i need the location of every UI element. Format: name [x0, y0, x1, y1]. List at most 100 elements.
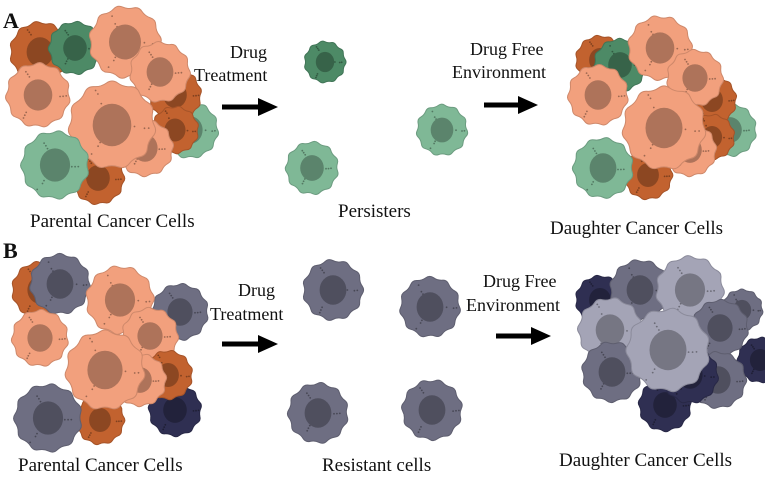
cell-granule [86, 193, 88, 196]
cell-granule [417, 431, 420, 434]
cell-granule [307, 427, 310, 430]
panel-a-daughter-cluster [567, 15, 757, 201]
cell-granule [703, 375, 706, 377]
cell-granule [640, 160, 643, 163]
cell-granule [589, 41, 591, 43]
cell-granule [177, 72, 180, 74]
cell-nucleus [146, 57, 174, 87]
cell-granule [192, 95, 195, 97]
cell-granule [149, 85, 152, 88]
cell-granule [748, 129, 750, 132]
cell-granule [609, 45, 611, 47]
cell-granule [663, 175, 666, 178]
cell-granule [356, 289, 359, 292]
cell-granule [620, 95, 623, 98]
cell-granule [211, 130, 214, 133]
cell-granule [27, 354, 30, 357]
cell-granule [163, 426, 166, 428]
panel-a-treatment-arrow [222, 98, 278, 116]
cell-granule [668, 175, 671, 178]
cell-granule [94, 89, 97, 92]
cell-granule [117, 178, 120, 181]
cell-nucleus [92, 103, 132, 147]
cell-granule [188, 375, 190, 378]
cell-granule [592, 181, 595, 183]
panel-a-parental-cluster [5, 5, 220, 205]
cell-granule [46, 147, 49, 150]
cell-granule [97, 93, 99, 95]
cell-granule [686, 48, 689, 51]
cell-granule [629, 372, 632, 375]
cell-granule [649, 63, 651, 66]
cell-granule [27, 268, 30, 271]
cell-granule [150, 53, 152, 56]
cell-granule [683, 48, 686, 51]
cell-granule [730, 137, 733, 140]
cell-granule [321, 306, 323, 309]
cell-granule [65, 60, 68, 63]
cell-granule [22, 117, 25, 119]
cell-nucleus [674, 273, 706, 307]
cell-granule [705, 150, 707, 153]
cell-granule [152, 380, 155, 382]
cell-granule [317, 49, 320, 51]
cell-nucleus [86, 165, 110, 191]
cell-granule [583, 115, 586, 118]
cell-nucleus [27, 324, 53, 352]
cell-nucleus [300, 155, 324, 181]
cancer-cell [399, 275, 461, 338]
cell-granule [602, 353, 605, 356]
cancer-cell [571, 137, 634, 199]
cell-granule [170, 294, 173, 297]
cell-granule [455, 409, 457, 412]
cell-granule [157, 380, 160, 382]
cell-nucleus [598, 357, 626, 387]
panel-a-letter: A [3, 8, 19, 33]
cell-granule [94, 349, 97, 352]
panel-a-daughter-label: Daughter Cancer Cells [550, 218, 723, 239]
cell-granule [736, 380, 738, 383]
cancer-cell [625, 307, 710, 393]
cell-granule [590, 43, 593, 45]
cell-granule [85, 284, 88, 286]
cell-granule [196, 311, 199, 314]
cancer-cell [304, 40, 347, 84]
panel-a-treatment-label-line1: Drug [230, 42, 267, 62]
cell-granule [650, 30, 653, 33]
cell-granule [698, 130, 700, 132]
cell-granule [70, 418, 73, 421]
cell-granule [710, 376, 713, 378]
cell-granule [733, 294, 736, 296]
cell-granule [751, 370, 754, 373]
cell-granule [334, 61, 336, 63]
cell-granule [419, 387, 421, 389]
cell-nucleus [416, 292, 444, 322]
cell-granule [62, 95, 64, 98]
cell-granule [458, 409, 460, 412]
cell-granule [596, 303, 599, 306]
cell-granule [30, 33, 32, 36]
cell-nucleus [749, 349, 765, 371]
cell-granule [36, 395, 38, 397]
cell-granule [346, 289, 349, 291]
cell-granule [26, 310, 29, 313]
cell-granule [97, 145, 99, 148]
cell-granule [163, 336, 166, 338]
cell-granule [75, 283, 78, 286]
panel-b-resistant-label: Resistant cells [322, 455, 431, 476]
cell-nucleus [23, 79, 53, 111]
cell-granule [29, 441, 32, 444]
panel-a-recovery-arrow [484, 96, 538, 114]
cell-granule [166, 112, 168, 114]
cell-granule [330, 167, 332, 170]
cell-granule [743, 129, 745, 132]
cell-granule [155, 380, 157, 382]
cell-granule [626, 372, 629, 375]
cancer-cell [415, 103, 469, 156]
cell-granule [653, 322, 656, 325]
cell-granule [647, 24, 650, 26]
cell-granule [586, 188, 589, 191]
cell-granule [109, 313, 112, 316]
cell-granule [676, 47, 679, 50]
